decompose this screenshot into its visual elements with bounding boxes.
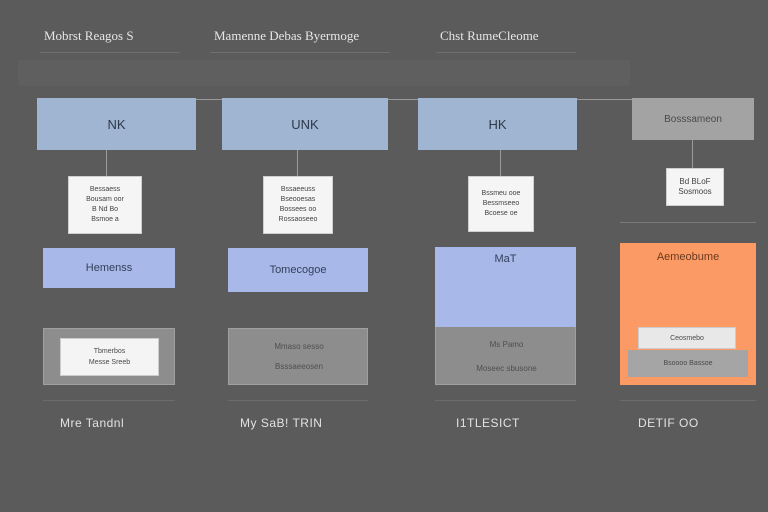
column-3-mid-box[interactable]: MaT — [435, 247, 576, 327]
header-label-2: Mamenne Debas Byermoge — [214, 28, 360, 43]
column-2-mid-label: Tomecogoe — [269, 264, 327, 276]
header-rule-3 — [436, 52, 576, 53]
column-2-lower-box: Mmaso sesso Bsssaeeosen — [228, 328, 368, 385]
column-2-note: Bssaeeuss Bseooesas Bossees oo Rossaosee… — [263, 176, 333, 234]
column-2-mid-box[interactable]: Tomecogoe — [228, 248, 368, 292]
column-4-connector — [692, 140, 693, 168]
column-1-top-label: NK — [107, 116, 126, 132]
column-3-lower-text: Ms Pamo Moseec sbusone — [436, 333, 577, 381]
column-4-footer-rule — [620, 400, 756, 401]
column-1-note: Bessaess Bousam oor B Nd Bo Bsmoe a — [68, 176, 142, 234]
column-3-note-line-2: Bessmseeo — [482, 200, 520, 207]
column-3-top-label: HK — [488, 116, 507, 132]
header-band — [18, 60, 630, 86]
column-4-note-line-2: Sosmoos — [678, 187, 712, 196]
column-2-top-label: UNK — [291, 116, 319, 132]
column-2-note-line-4: Rossaoseeo — [278, 216, 318, 223]
column-3-card-line-1: Ms Pamo — [489, 340, 524, 349]
column-1-footer-label: Mre Tandnl — [60, 416, 125, 430]
header-rule-2 — [210, 52, 390, 53]
column-4-inner-card: Ceosmebo — [638, 327, 736, 349]
header-rule-1 — [40, 52, 180, 53]
column-4-lower-strip: Bsoooo Bassoe — [628, 350, 748, 377]
column-1-card-line-2: Messe Sreeb — [88, 359, 131, 366]
column-3-lower-box: Ms Pamo Moseec sbusone — [435, 327, 576, 385]
column-3-note: Bssmeu ooe Bessmseeo Bcoese oe — [468, 176, 534, 232]
column-4-top-label: Bosssameon — [664, 113, 722, 125]
column-3-card-line-2: Moseec sbusone — [476, 364, 537, 373]
column-1-note-line-1: Bessaess — [89, 186, 121, 193]
column-3-note-line-1: Bssmeu ooe — [481, 190, 521, 197]
column-4-footer-label: DETIF OO — [638, 416, 699, 430]
column-1-top-box[interactable]: NK — [37, 98, 196, 150]
column-1-footer-rule — [43, 400, 175, 401]
column-2-footer-label: My SaB! TRIN — [240, 416, 323, 430]
column-3-footer-rule — [435, 400, 576, 401]
column-2-connector — [297, 150, 298, 176]
column-1-note-line-4: Bsmoe a — [91, 216, 119, 223]
column-3-top-box[interactable]: HK — [418, 98, 577, 150]
column-2-lower-text: Mmaso sesso Bsssaeeosen — [229, 337, 369, 377]
column-1-card-line-1: Tbmerbos — [93, 348, 126, 355]
column-4-note-line-1: Bd BLoF — [679, 177, 711, 186]
column-4-note: Bd BLoF Sosmoos — [666, 168, 724, 206]
header-label-1: Mobrst Reagos S — [44, 28, 134, 43]
column-2-card-line-1: Mmaso sesso — [274, 342, 324, 351]
column-2-footer-rule — [228, 400, 368, 401]
column-4-divider — [620, 222, 756, 223]
column-2-note-line-1: Bssaeeuss — [280, 186, 316, 193]
column-3-note-line-3: Bcoese oe — [484, 210, 518, 217]
header-label-3: Chst RumeCleome — [440, 28, 539, 43]
column-4-top-box[interactable]: Bosssameon — [632, 98, 754, 140]
column-1-mid-label: Hemenss — [85, 262, 133, 274]
top-connector-line — [196, 99, 632, 100]
column-2-top-box[interactable]: UNK — [222, 98, 388, 150]
column-4-card-line-1: Ceosmebo — [670, 334, 704, 342]
column-2-card-line-2: Bsssaeeosen — [274, 362, 324, 371]
column-1-connector — [106, 150, 107, 176]
column-4-card-line-2: Bsoooo Bassoe — [663, 360, 713, 367]
column-3-connector — [500, 150, 501, 176]
column-4-mid-label: Aemeobume — [656, 251, 720, 263]
column-1-mid-box[interactable]: Hemenss — [43, 248, 175, 288]
column-1-note-line-3: B Nd Bo — [91, 206, 119, 213]
column-2-note-line-2: Bseooesas — [280, 196, 316, 203]
column-1-inner-card: Tbmerbos Messe Sreeb — [60, 338, 159, 376]
column-1-note-line-2: Bousam oor — [86, 196, 124, 203]
column-3-mid-label: MaT — [494, 253, 517, 265]
column-2-note-line-3: Bossees oo — [279, 206, 317, 213]
column-3-footer-label: I1TLESICT — [456, 416, 520, 430]
